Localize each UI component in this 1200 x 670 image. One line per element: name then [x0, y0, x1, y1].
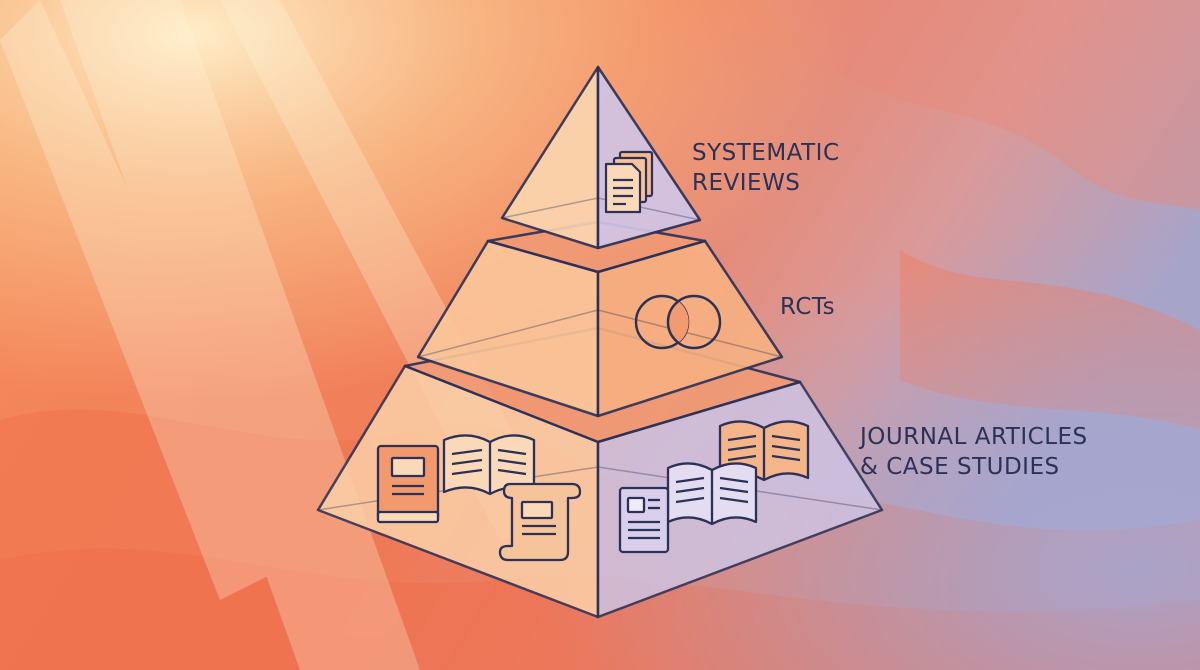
open-book-icon [666, 462, 758, 526]
tier-top-inner-edge [501, 197, 599, 219]
tier-label-rcts: RCTs [780, 292, 835, 322]
tier-middle-inner-edge [597, 309, 783, 358]
tier-label-systematic-reviews: SYSTEMATIC REVIEWS [692, 138, 840, 198]
tier-label-journal-articles: JOURNAL ARTICLES & CASE STUDIES [860, 422, 1088, 482]
label-line: REVIEWS [692, 170, 801, 196]
journal-icon [618, 486, 670, 554]
overlapping-circles-icon [634, 294, 722, 350]
scroll-icon [498, 482, 582, 562]
label-line: RCTs [780, 294, 836, 320]
label-line: JOURNAL ARTICLES [860, 424, 1088, 450]
label-line: SYSTEMATIC [692, 140, 840, 166]
books-and-scrolls-icon [376, 420, 810, 562]
tier-middle-right-face [596, 239, 784, 418]
stacked-documents-icon [604, 150, 654, 214]
tier-middle-inner-edge [417, 309, 599, 358]
closed-book-icon [376, 444, 440, 524]
label-line: & CASE STUDIES [860, 454, 1060, 480]
